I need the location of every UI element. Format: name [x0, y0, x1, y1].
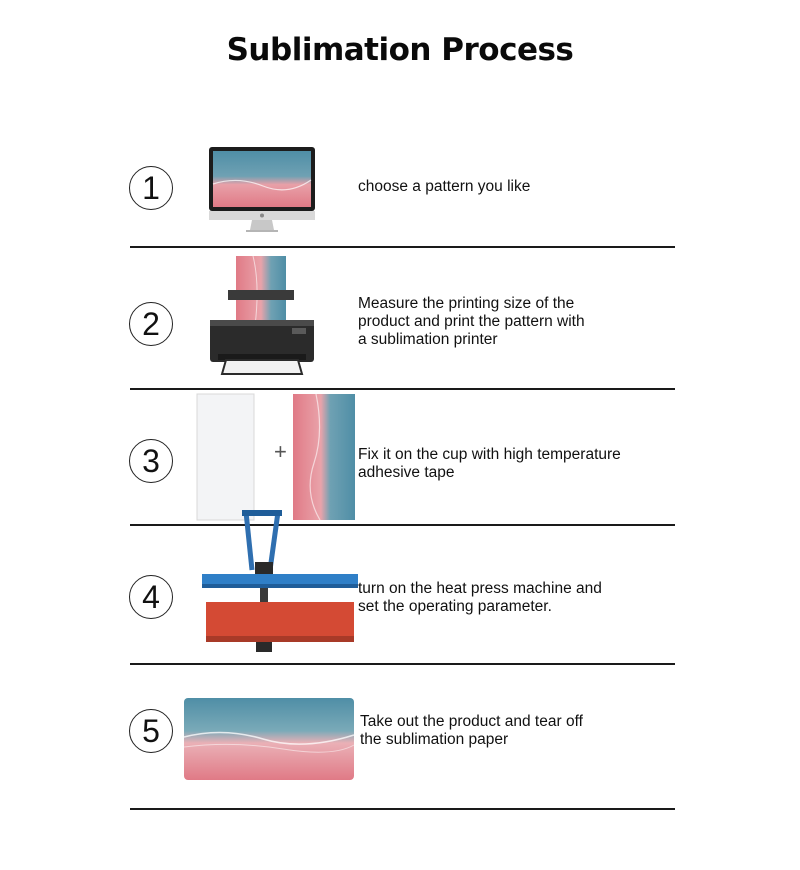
monitor-icon [209, 147, 315, 232]
step-number: 4 [129, 575, 173, 619]
step-description: choose a pattern you like [358, 178, 531, 195]
divider [130, 524, 675, 526]
step-number: 3 [129, 439, 173, 483]
heat-press-icon [202, 510, 358, 652]
page-title: Sublimation Process [226, 32, 574, 68]
divider [130, 246, 675, 248]
step-description: Take out the product and tear off the su… [360, 713, 583, 748]
step-description: Fix it on the cup with high temperature … [358, 446, 621, 481]
divider [130, 808, 675, 810]
step-description: turn on the heat press machine and set t… [358, 580, 602, 615]
finished-product-icon [183, 698, 355, 780]
step-number: 1 [129, 166, 173, 210]
paper-and-print-icon [196, 393, 355, 521]
divider [130, 388, 675, 390]
divider [130, 663, 675, 665]
step-number: 5 [129, 709, 173, 753]
printer-icon [210, 255, 314, 375]
step-description: Measure the printing size of the product… [358, 295, 585, 348]
step-number: 2 [129, 302, 173, 346]
plus-sign: + [274, 439, 287, 464]
